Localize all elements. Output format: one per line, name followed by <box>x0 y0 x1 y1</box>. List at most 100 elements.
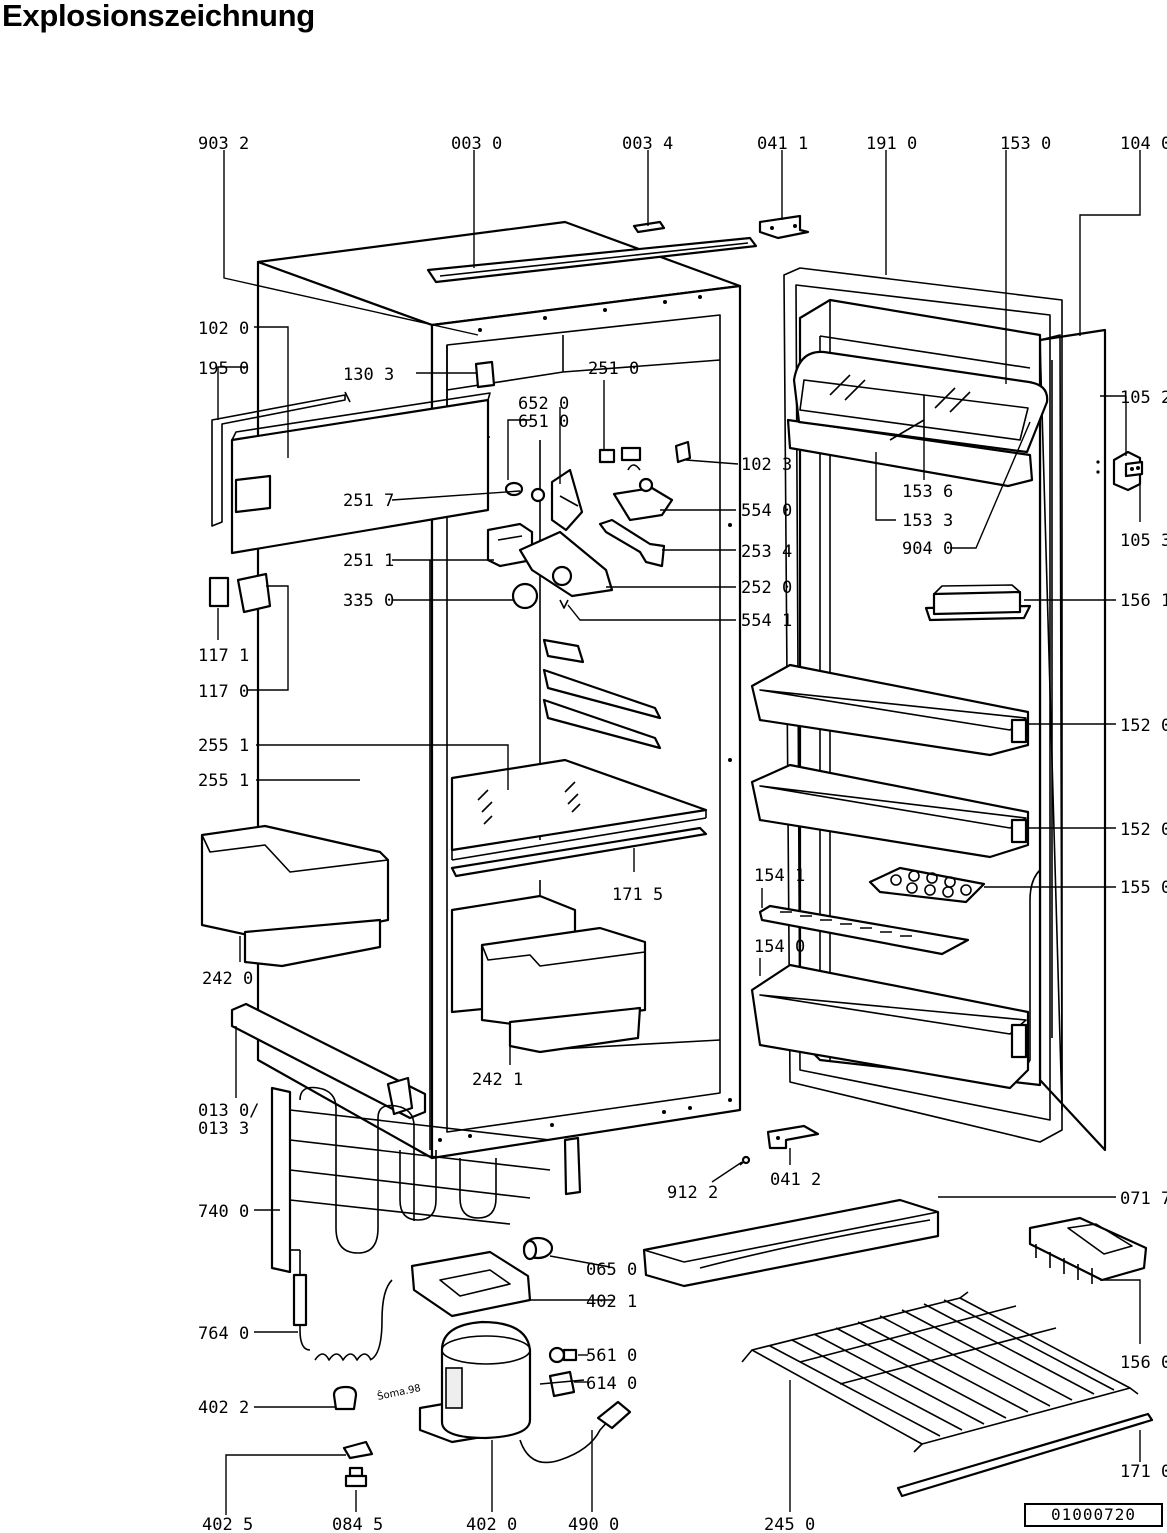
label-651-0: 651 0 <box>518 412 569 432</box>
spacer-cylinder <box>522 1236 554 1261</box>
label-251-0: 251 0 <box>588 359 639 379</box>
label-152-0-upper: 152 0 <box>1120 716 1167 736</box>
label-plate <box>474 360 496 389</box>
label-104-0: 104 0 <box>1120 134 1167 154</box>
label-554-0: 554 0 <box>741 501 792 521</box>
label-084-5: 084 5 <box>332 1515 383 1533</box>
page-title: Explosionszeichnung <box>2 0 315 33</box>
power-cord <box>519 1400 632 1464</box>
cover-cap <box>674 440 692 464</box>
label-102-0: 102 0 <box>198 319 249 339</box>
label-253-4: 253 4 <box>741 542 792 562</box>
label-255-1-b: 255 1 <box>198 771 249 791</box>
ice-tray <box>1028 1216 1148 1284</box>
egg-tray <box>868 866 986 904</box>
label-561-0: 561 0 <box>586 1346 637 1366</box>
label-152-0-middle: 152 0 <box>1120 820 1167 840</box>
trim-clip <box>632 220 666 234</box>
label-041-1: 041 1 <box>757 134 808 154</box>
label-003-4: 003 4 <box>622 134 673 154</box>
label-255-1-a: 255 1 <box>198 736 249 756</box>
label-105-3: 105 3 <box>1120 531 1167 551</box>
top-hinge <box>758 214 810 240</box>
lamp-cover <box>518 530 614 598</box>
label-402-1: 402 1 <box>586 1292 637 1312</box>
bottom-hinge <box>766 1124 820 1150</box>
label-251-1: 251 1 <box>343 551 394 571</box>
label-614-0: 614 0 <box>586 1374 637 1394</box>
label-155-0: 155 0 <box>1120 878 1167 898</box>
label-117-1: 117 1 <box>198 646 249 666</box>
lower-hinge-right <box>1096 450 1144 492</box>
relay-parts <box>539 1346 585 1398</box>
label-013-3: 013 3 <box>198 1119 249 1139</box>
label-764-0: 764 0 <box>198 1324 249 1344</box>
label-130-3: 130 3 <box>343 365 394 385</box>
label-402-5: 402 5 <box>202 1515 253 1533</box>
part-labels: 903 2 003 0 003 4 041 1 191 0 153 0 104 … <box>198 134 1167 1533</box>
thermostat-clip <box>620 446 642 462</box>
kick-plate <box>642 1198 940 1288</box>
label-102-3: 102 3 <box>741 455 792 475</box>
label-402-2: 402 2 <box>198 1398 249 1418</box>
door-bin-bottom <box>750 963 1030 1090</box>
label-252-0: 252 0 <box>741 578 792 598</box>
condenser <box>270 1086 582 1274</box>
drawing-number-box: 01000720 <box>1024 1503 1163 1527</box>
label-071-7: 071 7 <box>1120 1189 1167 1209</box>
door-bin-middle <box>750 763 1030 859</box>
thermostat <box>612 464 674 522</box>
label-242-1: 242 1 <box>472 1070 523 1090</box>
control-knob <box>598 518 666 568</box>
label-153-6: 153 6 <box>902 482 953 502</box>
drafter-stamp: Ŝoma.98 <box>376 1381 422 1403</box>
label-912-2: 912 2 <box>667 1183 718 1203</box>
crisper-drawer-left <box>200 824 390 968</box>
label-153-3: 153 3 <box>902 511 953 531</box>
label-490-0: 490 0 <box>568 1515 619 1533</box>
shelf-trim-strip <box>896 1412 1154 1498</box>
shelf-trim <box>450 826 708 878</box>
label-903-2: 903 2 <box>198 134 249 154</box>
top-trim <box>426 236 758 284</box>
hinge-pin <box>739 1155 751 1166</box>
label-402-0: 402 0 <box>466 1515 517 1533</box>
label-013-0: 013 0/ <box>198 1101 259 1121</box>
label-554-1: 554 1 <box>741 611 792 631</box>
compressor: Ŝoma.98 <box>376 1320 532 1444</box>
label-154-1: 154 1 <box>754 866 805 886</box>
label-652-0: 652 0 <box>518 394 569 414</box>
label-153-0: 153 0 <box>1000 134 1051 154</box>
label-242-0: 242 0 <box>202 969 253 989</box>
cheese-box <box>924 584 1032 622</box>
label-003-0: 003 0 <box>451 134 502 154</box>
bottom-trim <box>230 1002 427 1120</box>
label-904-0: 904 0 <box>902 539 953 559</box>
grommet <box>344 1466 368 1488</box>
label-171-0: 171 0 <box>1120 1462 1167 1482</box>
label-740-0: 740 0 <box>198 1202 249 1222</box>
compressor-bracket <box>410 1250 532 1318</box>
label-251-7: 251 7 <box>343 491 394 511</box>
leader-lines <box>217 150 1141 1515</box>
capillary-tube <box>292 1250 393 1361</box>
label-171-5: 171 5 <box>612 885 663 905</box>
rubber-foot <box>332 1385 358 1411</box>
butter-compartment <box>786 350 1049 488</box>
label-195-0: 195 0 <box>198 359 249 379</box>
label-154-0: 154 0 <box>754 937 805 957</box>
bottle-retainer <box>758 904 970 956</box>
label-041-2: 041 2 <box>770 1170 821 1190</box>
label-156-1: 156 1 <box>1120 591 1167 611</box>
label-156-0: 156 0 <box>1120 1353 1167 1373</box>
glass-shelf <box>450 758 708 861</box>
label-245-0: 245 0 <box>764 1515 815 1533</box>
wire-shelf <box>741 1291 1139 1453</box>
mounting-clip <box>342 1440 374 1460</box>
label-117-0: 117 0 <box>198 682 249 702</box>
thermostat-cover-small <box>598 448 616 464</box>
label-335-0: 335 0 <box>343 591 394 611</box>
label-191-0: 191 0 <box>866 134 917 154</box>
label-105-2: 105 2 <box>1120 388 1167 408</box>
